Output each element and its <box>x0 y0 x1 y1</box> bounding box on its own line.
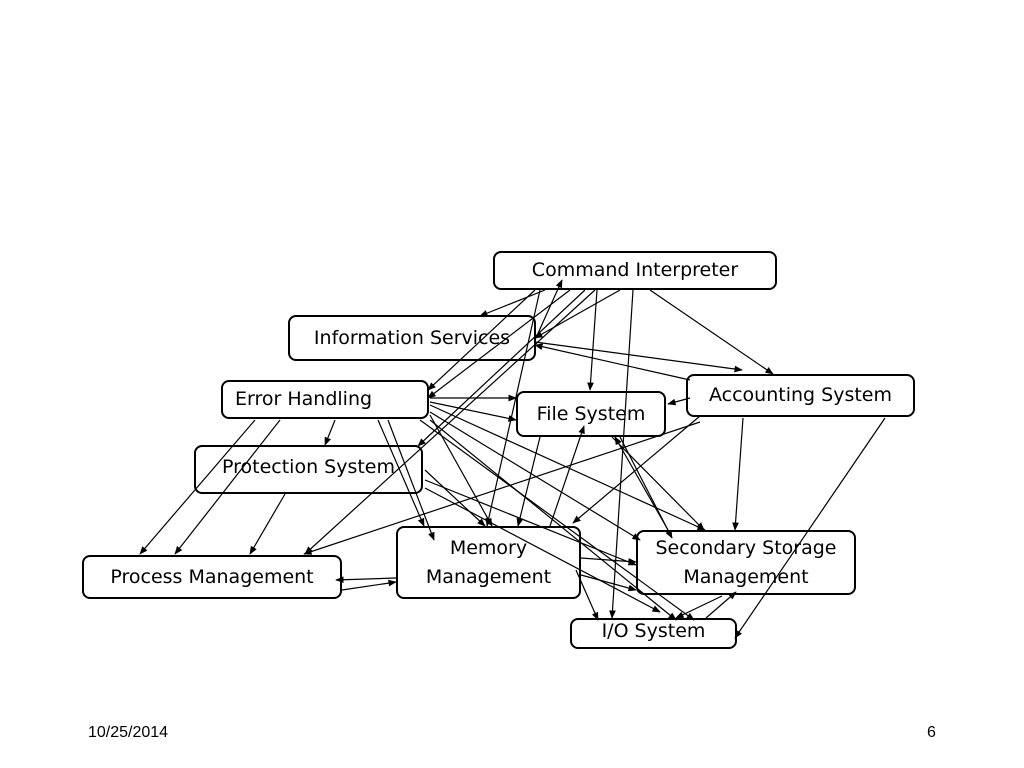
dependency-arrow <box>429 404 706 531</box>
dependency-arrow <box>429 411 641 541</box>
dependency-arrow <box>427 289 571 399</box>
node-information-services: Information Services <box>288 315 536 361</box>
dependency-arrow <box>417 289 586 447</box>
dependency-arrow <box>429 401 517 422</box>
dependency-arrow <box>424 469 486 527</box>
dependency-arrow <box>732 417 744 531</box>
node-memory-management: Memory Management <box>396 526 581 599</box>
dependency-arrow <box>424 479 637 566</box>
dependency-arrow <box>419 419 695 621</box>
dependency-arrow <box>324 419 336 446</box>
dependency-arrow <box>580 574 637 592</box>
dependency-arrow <box>734 417 886 639</box>
dependency-arrow <box>534 341 743 373</box>
dependency-arrow <box>335 576 397 584</box>
dependency-arrow <box>479 289 546 317</box>
dependency-arrow <box>427 289 536 391</box>
dependency-arrow <box>580 557 637 565</box>
footer-date: 10/25/2014 <box>88 724 169 741</box>
node-secondary-storage-management: Secondary Storage Management <box>636 530 856 595</box>
node-process-management: Process Management <box>82 555 342 599</box>
dependency-arrow <box>304 289 596 555</box>
dependency-arrow <box>174 419 281 555</box>
dependency-arrow <box>341 579 397 591</box>
node-protection-system: Protection System <box>194 445 423 494</box>
dependency-arrow <box>587 289 598 391</box>
node-io-system: I/O System <box>570 618 737 649</box>
node-file-system: File System <box>516 391 666 437</box>
dependency-arrow <box>649 289 774 375</box>
node-error-handling: Error Handling <box>221 380 429 419</box>
dependency-arrow <box>516 436 541 527</box>
dependency-arrow <box>485 289 541 527</box>
dependency-arrow <box>377 419 425 527</box>
dependency-arrow <box>249 493 286 555</box>
dependency-arrow <box>534 289 621 339</box>
dependency-arrow <box>609 289 634 619</box>
dependency-arrow <box>549 425 585 527</box>
dependency-arrow <box>387 419 435 541</box>
dependency-arrow <box>705 591 737 619</box>
dependency-arrow <box>303 421 701 555</box>
node-accounting-system: Accounting System <box>686 374 915 417</box>
dependency-arrow <box>534 343 691 381</box>
dependency-arrow <box>534 279 563 341</box>
dependency-arrow <box>614 436 669 531</box>
dependency-arrow <box>424 487 661 613</box>
dependency-arrow <box>429 414 493 527</box>
footer-page-number: 6 <box>927 724 936 741</box>
dependency-arrow <box>675 595 723 619</box>
node-command-interpreter: Command Interpreter <box>493 251 777 290</box>
